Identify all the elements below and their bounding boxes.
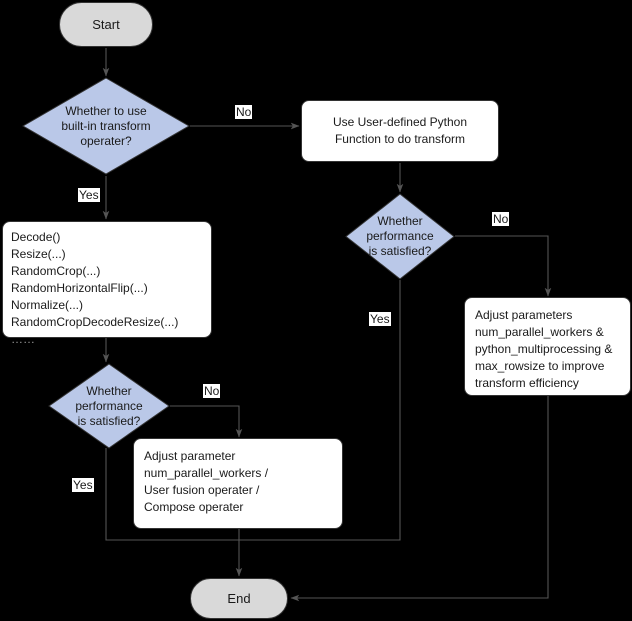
node-decision-performance-right[interactable]: Whether performance is satisfied? (345, 193, 455, 280)
adjust-left-line-3: User fusion operater / (144, 483, 260, 497)
node-builtin-operator-list[interactable]: Decode() Resize(...) RandomCrop(...) Ran… (2, 221, 212, 346)
adjust-right-line-4: max_rowsize to improve (475, 359, 605, 373)
builtin-list-item-randomcrop: RandomCrop(...) (11, 264, 101, 278)
node-adjust-parameters-right[interactable]: Adjust parameters num_parallel_workers &… (464, 297, 631, 396)
adjust-right-line-3: python_multiprocessing & (475, 342, 613, 356)
node-start-label: Start (92, 17, 120, 32)
edge-perf-right-yes (239, 280, 401, 541)
udf-box-text: Use User-defined Python Function to do t… (333, 114, 467, 148)
builtin-list-item-resize: Resize(...) (11, 247, 66, 261)
node-adjust-parameter-left[interactable]: Adjust parameter num_parallel_workers / … (133, 438, 343, 529)
node-start[interactable]: Start (59, 2, 153, 47)
edge-adjust-right-to-end (290, 396, 549, 602)
builtin-list-item-ellipsis: …… (11, 332, 35, 346)
edge-label-builtin-yes: Yes (78, 188, 100, 202)
edge-perf-left-no (170, 405, 243, 438)
node-decision-performance-left[interactable]: Whether performance is satisfied? (48, 363, 170, 449)
udf-line-1: Use User-defined Python (332, 115, 468, 129)
builtin-list-item-randomcropdecoderesize: RandomCropDecodeResize(...) (11, 315, 179, 329)
edge-label-perf-left-yes: Yes (72, 478, 94, 492)
adjust-left-line-4: Compose operater (144, 500, 244, 514)
edge-label-builtin-no: No (235, 105, 253, 119)
edge-perf-right-no (455, 235, 552, 297)
node-decision-builtin-transform[interactable]: Whether to use built-in transform operat… (22, 77, 190, 175)
adjust-right-line-2: num_parallel_workers & (475, 325, 604, 339)
edge-perf-left-yes (105, 448, 239, 541)
node-end-label: End (227, 591, 251, 606)
builtin-list-item-normalize: Normalize(...) (11, 298, 84, 312)
node-end[interactable]: End (190, 578, 288, 619)
adjust-right-line-1: Adjust parameters (475, 308, 573, 322)
builtin-list-item-randomhorizontalflip: RandomHorizontalFlip(...) (11, 281, 148, 295)
edge-label-perf-left-no: No (203, 384, 221, 398)
edge-label-perf-right-no: No (492, 212, 510, 226)
udf-line-2: Function to do transform (334, 132, 466, 146)
adjust-left-line-2: num_parallel_workers / (144, 466, 269, 480)
adjust-right-line-5: transform efficiency (475, 376, 579, 390)
builtin-list-item-decode: Decode() (11, 230, 61, 244)
edge-label-perf-right-yes: Yes (369, 312, 391, 326)
node-user-defined-python-function[interactable]: Use User-defined Python Function to do t… (301, 100, 499, 162)
adjust-left-line-1: Adjust parameter (144, 449, 236, 463)
